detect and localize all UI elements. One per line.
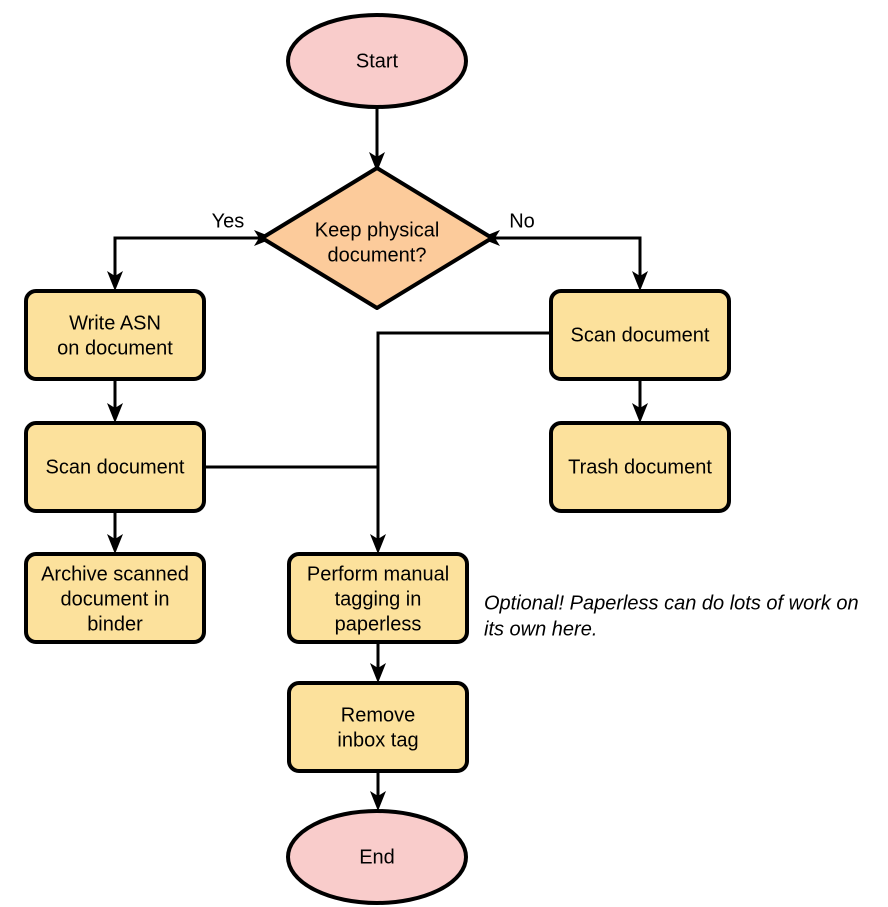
process-box[interactable] [549,289,731,381]
edge-writeasn-to-scanleft [107,379,123,423]
decision-diamond[interactable] [260,166,494,310]
process-box[interactable] [24,421,206,513]
process-box[interactable] [24,289,206,381]
node-label-write-asn-line2: on document [57,337,173,359]
start-ellipse[interactable] [286,13,468,109]
node-remove-inbox-tag[interactable]: Remove inbox tag [287,681,469,773]
node-label-tagging-line2: tagging in [335,588,422,610]
node-end[interactable]: End [286,809,468,905]
edge-start-to-decision [369,107,385,172]
arrowhead-icon [107,403,123,423]
node-label-tagging-line1: Perform manual [307,563,449,585]
edge-decision-yes [107,230,274,291]
node-label-write-asn-line1: Write ASN [69,312,161,334]
process-box[interactable] [287,681,469,773]
node-label-archive-line2: document in [61,588,170,610]
arrowhead-icon [632,271,648,291]
arrowhead-icon [370,663,386,683]
node-scan-document-left[interactable]: Scan document [24,421,206,513]
node-label-archive-line1: Archive scanned [41,563,189,585]
edge-label-no: No [509,210,535,232]
node-label-trash-document: Trash document [568,456,712,478]
node-write-asn-on-document[interactable]: Write ASN on document [24,289,206,381]
edge-line [492,236,642,279]
annotation-line-2: its own here. [484,618,597,640]
annotation-line-1: Optional! Paperless can do lots of work … [484,592,859,614]
node-label-decision-line2: document? [328,244,427,266]
node-label-scan-document-left: Scan document [46,456,185,478]
node-label-tagging-line3: paperless [335,613,422,635]
node-label-remove-line2: inbox tag [337,729,418,751]
arrowhead-icon [107,534,123,554]
edge-removetag-to-end [370,771,386,811]
node-start[interactable]: Start [286,13,468,109]
edge-line [113,236,262,279]
arrowhead-icon [107,271,123,291]
node-perform-manual-tagging-in-paperless[interactable]: Perform manual tagging in paperless [287,552,469,644]
edge-label-yes: Yes [212,210,245,232]
node-scan-document-right[interactable]: Scan document [549,289,731,381]
node-label-start: Start [356,50,399,72]
node-label-archive-line3: binder [87,613,143,635]
node-decision-keep-physical-document[interactable]: Keep physical document? [260,166,494,310]
arrowhead-icon [632,403,648,423]
arrowhead-icon [369,152,385,172]
node-label-scan-document-right: Scan document [571,324,710,346]
node-archive-scanned-document-in-binder[interactable]: Archive scanned document in binder [24,552,206,644]
node-label-decision-line1: Keep physical [315,219,440,241]
process-box[interactable] [287,552,469,644]
edge-decision-no [480,230,648,291]
edge-scanright-to-trash [632,379,648,423]
edge-line [376,331,551,542]
arrowhead-icon [370,791,386,811]
node-trash-document[interactable]: Trash document [549,421,731,513]
node-label-end: End [359,846,395,868]
edge-scanleft-to-archive [107,511,123,554]
annotation-optional-note: Optional! Paperless can do lots of work … [484,592,859,640]
process-box[interactable] [24,552,206,644]
edge-scanright-to-tagging [370,331,551,554]
edge-tagging-to-removetag [370,642,386,683]
process-box[interactable] [549,421,731,513]
node-label-remove-line1: Remove [341,704,415,726]
arrowhead-icon [370,534,386,554]
end-ellipse[interactable] [286,809,468,905]
